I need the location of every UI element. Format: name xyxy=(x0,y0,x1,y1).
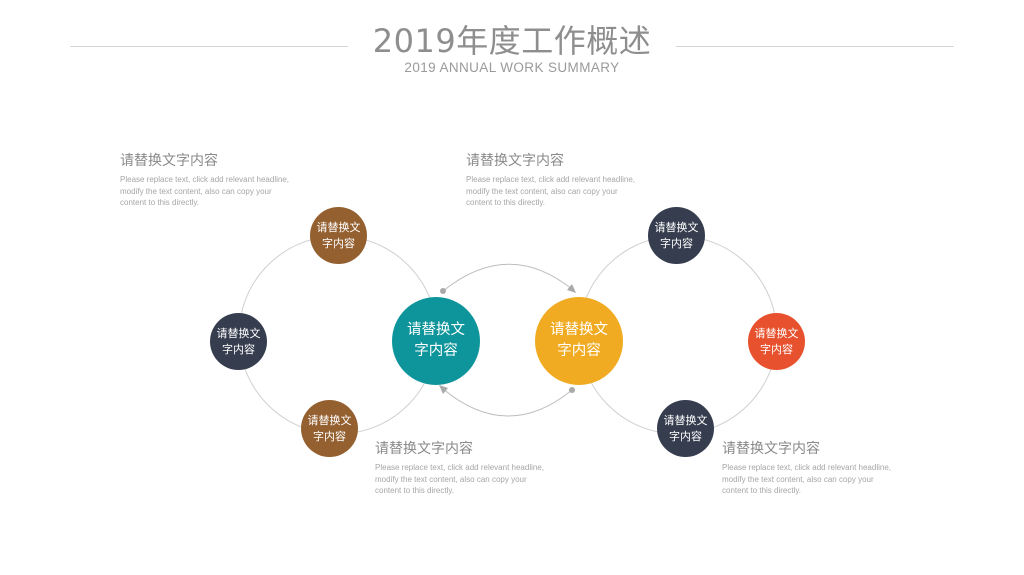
left-bottom-node: 请替换文字内容 xyxy=(301,400,358,457)
bottom-arrow-arc xyxy=(441,387,573,417)
center-node-right: 请替换文字内容 xyxy=(535,297,623,385)
text-block-title: 请替换文字内容 xyxy=(120,153,218,169)
text-block-top-center: 请替换文字内容 Please replace text, click add r… xyxy=(466,152,666,209)
page-subtitle: 2019 ANNUAL WORK SUMMARY xyxy=(404,60,620,75)
text-block-bottom-center: 请替换文字内容 Please replace text, click add r… xyxy=(375,440,575,497)
text-block-title: 请替换文字内容 xyxy=(722,441,820,457)
text-block-description: Please replace text, click add relevant … xyxy=(466,175,635,207)
text-block-description: Please replace text, click add relevant … xyxy=(120,175,289,207)
text-block-description: Please replace text, click add relevant … xyxy=(722,463,891,495)
right-top-node: 请替换文字内容 xyxy=(648,207,705,264)
top-arrow-head xyxy=(567,284,576,293)
text-block-description: Please replace text, click add relevant … xyxy=(375,463,544,495)
top-arrow-dot xyxy=(440,288,446,294)
right-mid-node: 请替换文字内容 xyxy=(748,313,805,370)
header-line-right xyxy=(676,46,954,47)
header-line-left xyxy=(70,46,348,47)
bottom-arrow-dot xyxy=(569,387,575,393)
page-title: 2019年度工作概述 xyxy=(372,22,652,60)
top-arrow-arc xyxy=(442,263,574,292)
text-block-top-left: 请替换文字内容 Please replace text, click add r… xyxy=(120,152,320,209)
bottom-arrow-head xyxy=(439,385,448,394)
left-mid-node: 请替换文字内容 xyxy=(210,313,267,370)
center-node-left: 请替换文字内容 xyxy=(392,297,480,385)
left-top-node: 请替换文字内容 xyxy=(310,207,367,264)
text-block-title: 请替换文字内容 xyxy=(375,441,473,457)
text-block-title: 请替换文字内容 xyxy=(466,153,564,169)
text-block-bottom-right: 请替换文字内容 Please replace text, click add r… xyxy=(722,440,922,497)
right-bottom-node: 请替换文字内容 xyxy=(657,400,714,457)
